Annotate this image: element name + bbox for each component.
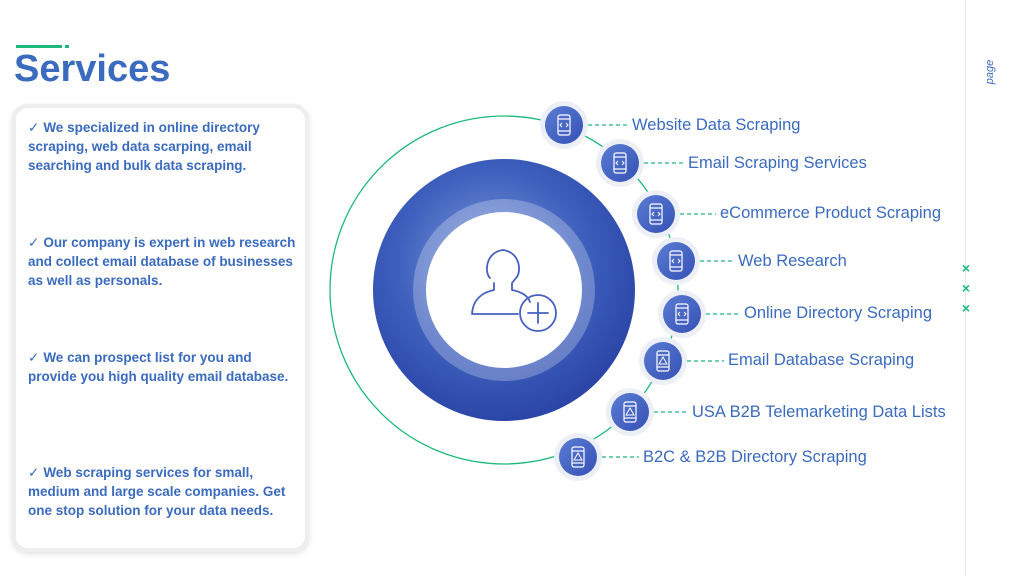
right-divider [965,0,966,576]
bullet-text: Web scraping services for small, medium … [28,465,286,518]
bullet-item: ✓Our company is expert in web research a… [28,233,296,290]
code-phone-icon [675,303,689,325]
page-title: Services [14,48,171,90]
bullet-text: We specialized in online directory scrap… [28,120,260,173]
service-node [540,101,628,149]
bullet-text: We can prospect list for you and provide… [28,350,289,384]
service-label: Website Data Scraping [632,116,801,134]
node-circle [611,393,649,431]
decor-marks: × × × [958,258,974,318]
code-phone-icon [669,250,683,272]
service-node [596,139,684,187]
service-label: Email Database Scraping [728,351,915,369]
service-node [658,290,740,338]
bullet-item: ✓We specialized in online directory scra… [28,118,296,175]
bullet-text: Our company is expert in web research an… [28,235,296,288]
bullet-item: ✓Web scraping services for small, medium… [28,463,296,520]
title-accent-bar [16,45,62,48]
center-core [426,212,582,368]
service-node [606,388,688,436]
outer-arc [329,115,679,465]
node-circle [637,195,675,233]
service-node [554,433,639,481]
add-user-icon [471,249,557,332]
node-circle [644,342,682,380]
check-icon: ✓ [28,350,40,365]
decor-x-icon: × [961,260,971,276]
decor-x-icon: × [961,300,971,316]
service-label: Email Scraping Services [688,154,867,172]
decor-x-icon: × [961,280,971,296]
check-icon: ✓ [28,120,40,135]
alert-phone-icon [571,446,585,468]
service-node [639,337,724,385]
node-circle [663,295,701,333]
node-circle [657,242,695,280]
node-circle [545,106,583,144]
service-label: USA B2B Telemarketing Data Lists [692,403,946,421]
code-phone-icon [613,152,627,174]
services-text-card: ✓We specialized in online directory scra… [16,108,305,548]
title-accent-dot [65,45,69,48]
service-label: B2C & B2B Directory Scraping [643,448,867,466]
alert-phone-icon [623,401,637,423]
check-icon: ✓ [28,465,40,480]
node-circle [601,144,639,182]
service-label: Web Research [738,252,847,270]
code-phone-icon [557,114,571,136]
service-label: Online Directory Scraping [744,304,932,322]
node-circle [559,438,597,476]
service-node [632,190,716,238]
bullet-item: ✓We can prospect list for you and provid… [28,348,296,386]
alert-phone-icon [656,350,670,372]
code-phone-icon [649,203,663,225]
service-node [652,237,734,285]
service-label: eCommerce Product Scraping [720,204,942,222]
check-icon: ✓ [28,235,40,250]
